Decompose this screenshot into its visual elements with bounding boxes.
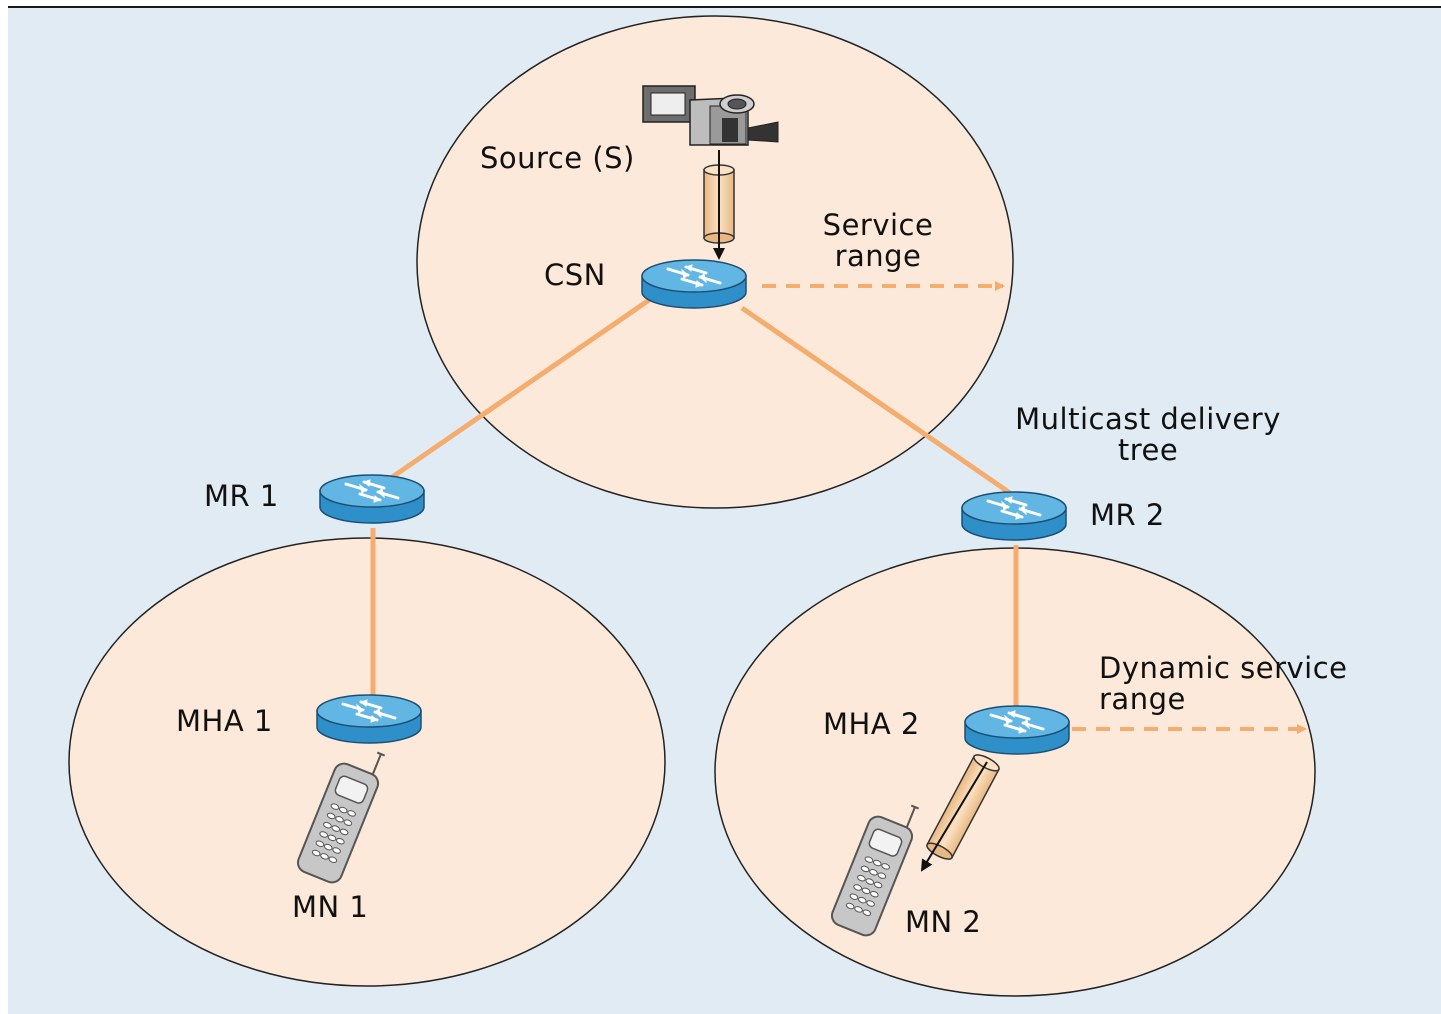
service-range-label-line2: range bbox=[834, 239, 922, 273]
dynamic-service-range-label: Dynamic service range bbox=[1099, 653, 1348, 715]
mn1-label: MN 1 bbox=[292, 890, 369, 924]
mr1-router-icon bbox=[318, 473, 426, 525]
source-label: Source (S) bbox=[480, 141, 635, 175]
service-range-label-line1: Service bbox=[822, 208, 934, 242]
link-csn-mr2 bbox=[740, 305, 1012, 496]
service-range-label: Service range bbox=[808, 210, 948, 272]
csn-router-icon bbox=[640, 258, 748, 310]
csn-label: CSN bbox=[544, 258, 606, 292]
multicast-tree-label-line1: Multicast delivery bbox=[1015, 402, 1281, 436]
mha1-router-icon bbox=[315, 693, 423, 745]
mha2-tunnel-arrow bbox=[920, 761, 988, 872]
mha1-region bbox=[68, 537, 666, 987]
camera-icon bbox=[642, 85, 779, 146]
link-csn-mr1 bbox=[386, 295, 654, 483]
mha2-label: MHA 2 bbox=[823, 707, 920, 741]
mr1-label: MR 1 bbox=[204, 479, 279, 513]
mr2-label: MR 2 bbox=[1090, 498, 1165, 532]
mn2-label: MN 2 bbox=[905, 905, 982, 939]
mha1-label: MHA 1 bbox=[176, 704, 273, 738]
multicast-tree-label: Multicast delivery tree bbox=[985, 404, 1311, 466]
source-tunnel bbox=[703, 150, 735, 260]
multicast-tree-label-line2: tree bbox=[1117, 433, 1179, 467]
mr2-router-icon bbox=[960, 490, 1068, 542]
dynamic-service-range-label-line2: range bbox=[1099, 682, 1186, 716]
dynamic-service-range-label-line1: Dynamic service bbox=[1099, 651, 1348, 685]
mha2-router-icon bbox=[963, 704, 1071, 756]
